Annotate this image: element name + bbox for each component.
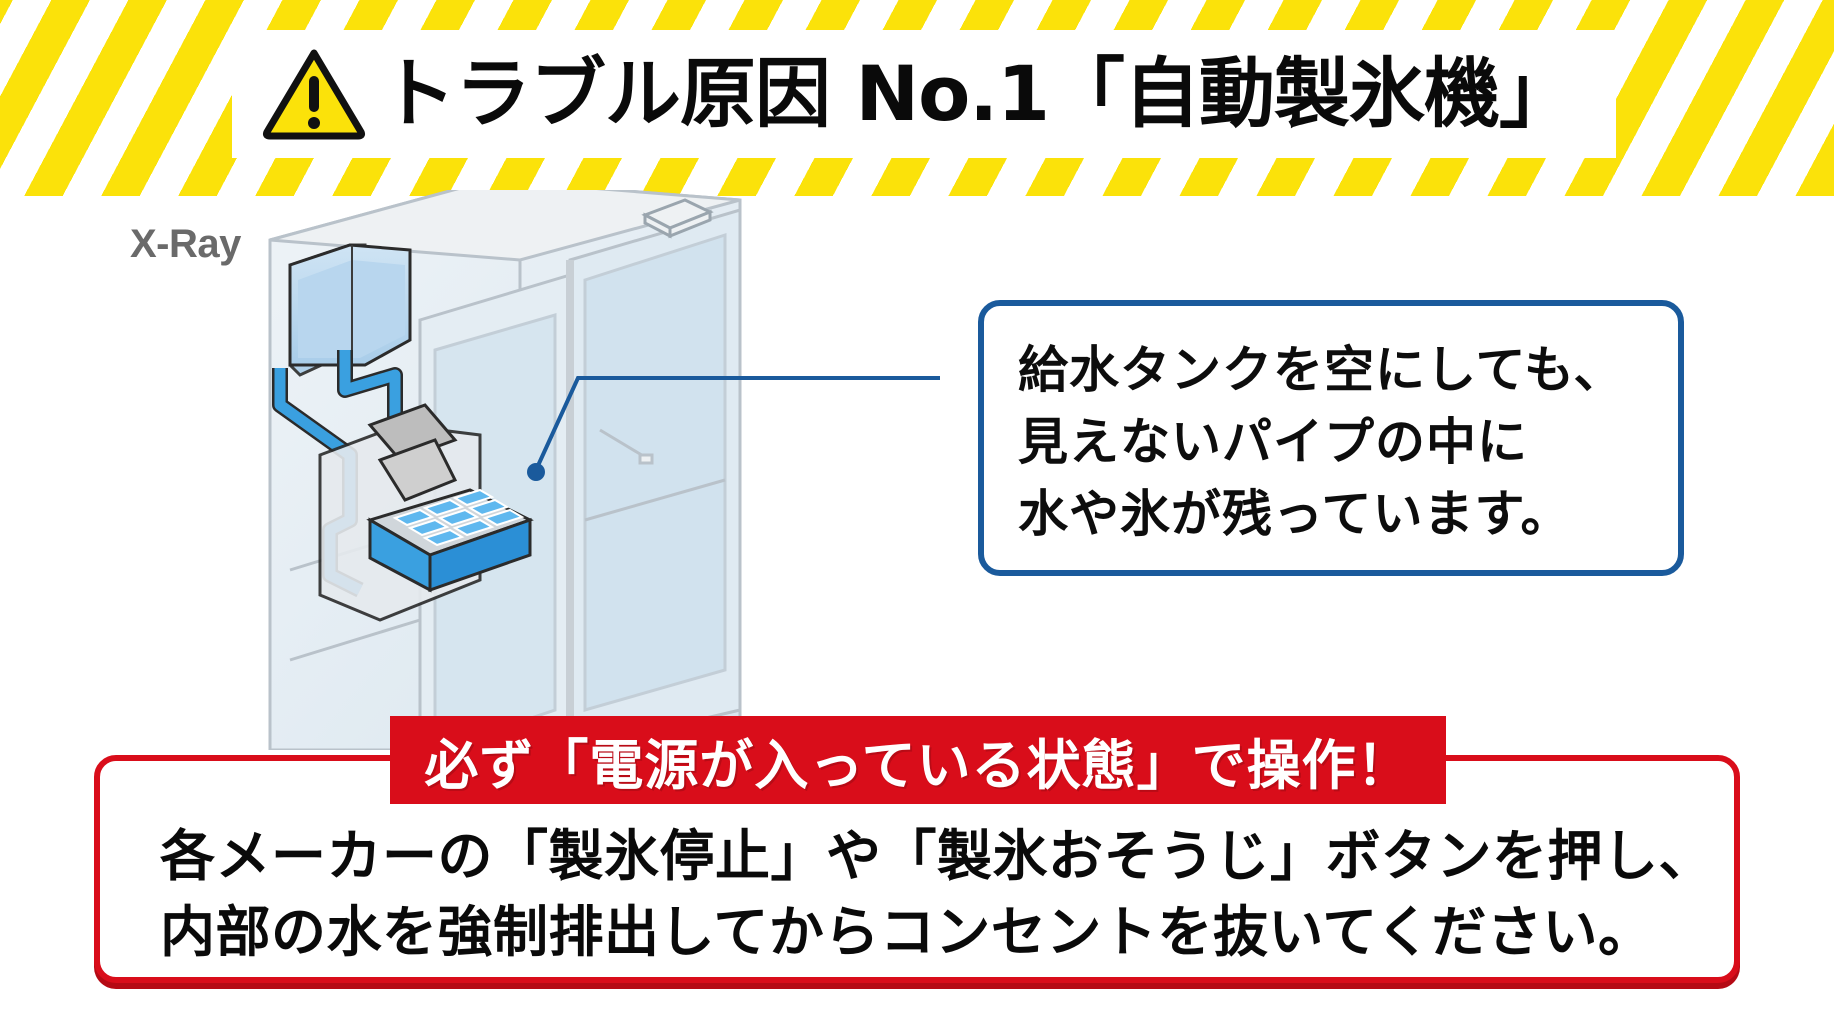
title-plate — [232, 30, 1616, 158]
page-title-row: トラブル原因 No.1「自動製氷機」 — [262, 44, 1575, 144]
callout-line: 給水タンクを空にしても、 — [1018, 341, 1625, 399]
instruction-body: 各メーカーの「製氷停止」や「製氷おそうじ」ボタンを押し、 内部の水を強制排出して… — [160, 818, 1715, 970]
instruction-line: 内部の水を強制排出してからコンセントを抜いてください。 — [160, 900, 1654, 964]
instruction-banner-text: 必ず「電源が入っている状態」で操作！ — [424, 733, 1412, 797]
ice-tray — [366, 488, 534, 593]
top-control-box — [641, 198, 714, 239]
page-title: トラブル原因 No.1「自動製氷機」 — [380, 49, 1575, 138]
callout-pointer — [534, 376, 940, 471]
callout-line: 見えないパイプの中に — [1018, 413, 1528, 471]
callout-line: 水や氷が残っています。 — [1018, 485, 1572, 543]
fridge-xray-illustration — [268, 190, 940, 750]
pointer-dot-icon — [527, 463, 545, 481]
water-supply-tank — [288, 243, 412, 377]
xray-label: X-Ray — [130, 222, 241, 266]
info-callout: 給水タンクを空にしても、 見えないパイプの中に 水や氷が残っています。 — [978, 300, 1684, 576]
instruction-line: 各メーカーの「製氷停止」や「製氷おそうじ」ボタンを押し、 — [160, 824, 1715, 888]
warning-triangle-icon — [262, 49, 366, 140]
instruction-banner: 必ず「電源が入っている状態」で操作！ — [390, 716, 1446, 804]
